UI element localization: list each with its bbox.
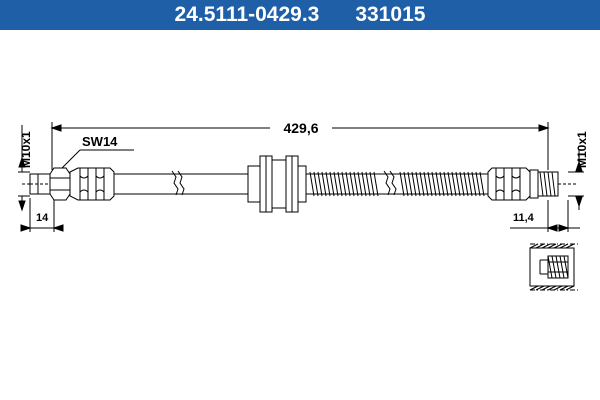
- right-thread-dimension: [568, 150, 584, 210]
- right-thread-label: M10x1: [575, 131, 589, 168]
- right-end-dimension: [510, 200, 580, 232]
- brake-hose: [20, 155, 576, 213]
- title-bar: [0, 0, 600, 30]
- overall-length-label: 429,6: [283, 120, 318, 136]
- left-end-length-label: 14: [36, 212, 49, 224]
- overall-length-dimension: [50, 122, 550, 170]
- wrench-size-callout: [61, 149, 134, 169]
- part-number: 24.5111-0429.3: [174, 3, 320, 26]
- left-thread-label: M10x1: [19, 131, 33, 168]
- left-thread-dimension: [18, 125, 30, 212]
- fitting-section-detail: [529, 243, 580, 291]
- reference-number: 331015: [355, 3, 426, 26]
- spring-guard: [309, 171, 485, 197]
- left-end-dimension: [20, 198, 64, 232]
- wrench-size-label: SW14: [82, 134, 118, 149]
- title-text: 24.5111-0429.3 331015: [0, 0, 600, 30]
- right-end-length-label: 11,4: [513, 212, 535, 224]
